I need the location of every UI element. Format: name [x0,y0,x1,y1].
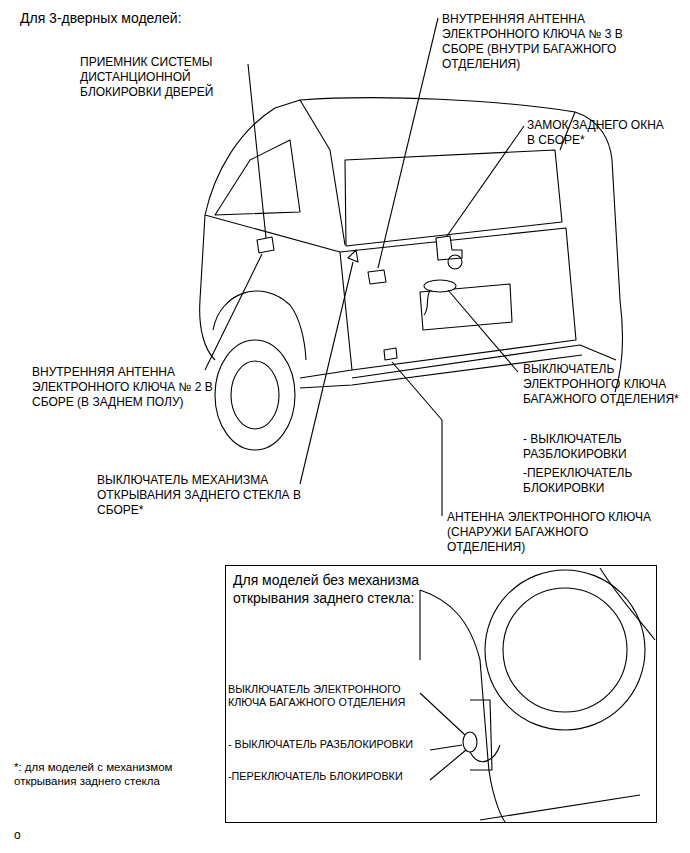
part-label: ВНУТРЕННЯЯ АНТЕННА ЭЛЕКТРОННОГО КЛЮЧА № … [442,12,667,72]
part-label: ПРИЕМНИК СИСТЕМЫ ДИСТАНЦИОННОЙ БЛОКИРОВК… [80,55,255,100]
part-label: ВЫКЛЮЧАТЕЛЬ ЭЛЕКТРОННОГО КЛЮЧА БАГАЖНОГО… [228,683,418,710]
part-label: ЗАМОК ЗАДНЕГО ОКНА В СБОРЕ* [527,118,667,148]
diagram-title: Для 3-дверных моделей: [20,10,320,28]
page-mark: o [14,828,44,843]
part-label: - ВЫКЛЮЧАТЕЛЬ РАЗБЛОКИРОВКИ [523,432,683,462]
part-label: ВЫКЛЮЧАТЕЛЬ МЕХАНИЗМА ОТКРЫВАНИЯ ЗАДНЕГО… [97,473,302,518]
inset-heading: Для моделей без механизма открывания зад… [233,572,453,607]
part-label: - ВЫКЛЮЧАТЕЛЬ РАЗБЛОКИРОВКИ [228,738,428,751]
footnote: *: для моделей с механизмом открывания з… [14,760,214,789]
part-label: -ПЕРЕКЛЮЧАТЕЛЬ БЛОКИРОВКИ [228,770,428,783]
part-label: ВНУТРЕННЯЯ АНТЕННА ЭЛЕКТРОННОГО КЛЮЧА № … [32,365,222,410]
part-label: -ПЕРЕКЛЮЧАТЕЛЬ БЛОКИРОВКИ [523,466,683,496]
part-label: ВЫКЛЮЧАТЕЛЬ ЭЛЕКТРОННОГО КЛЮЧА БАГАЖНОГО… [523,362,685,407]
part-label: АНТЕННА ЭЛЕКТРОННОГО КЛЮЧА (СНАРУЖИ БАГА… [447,510,662,555]
